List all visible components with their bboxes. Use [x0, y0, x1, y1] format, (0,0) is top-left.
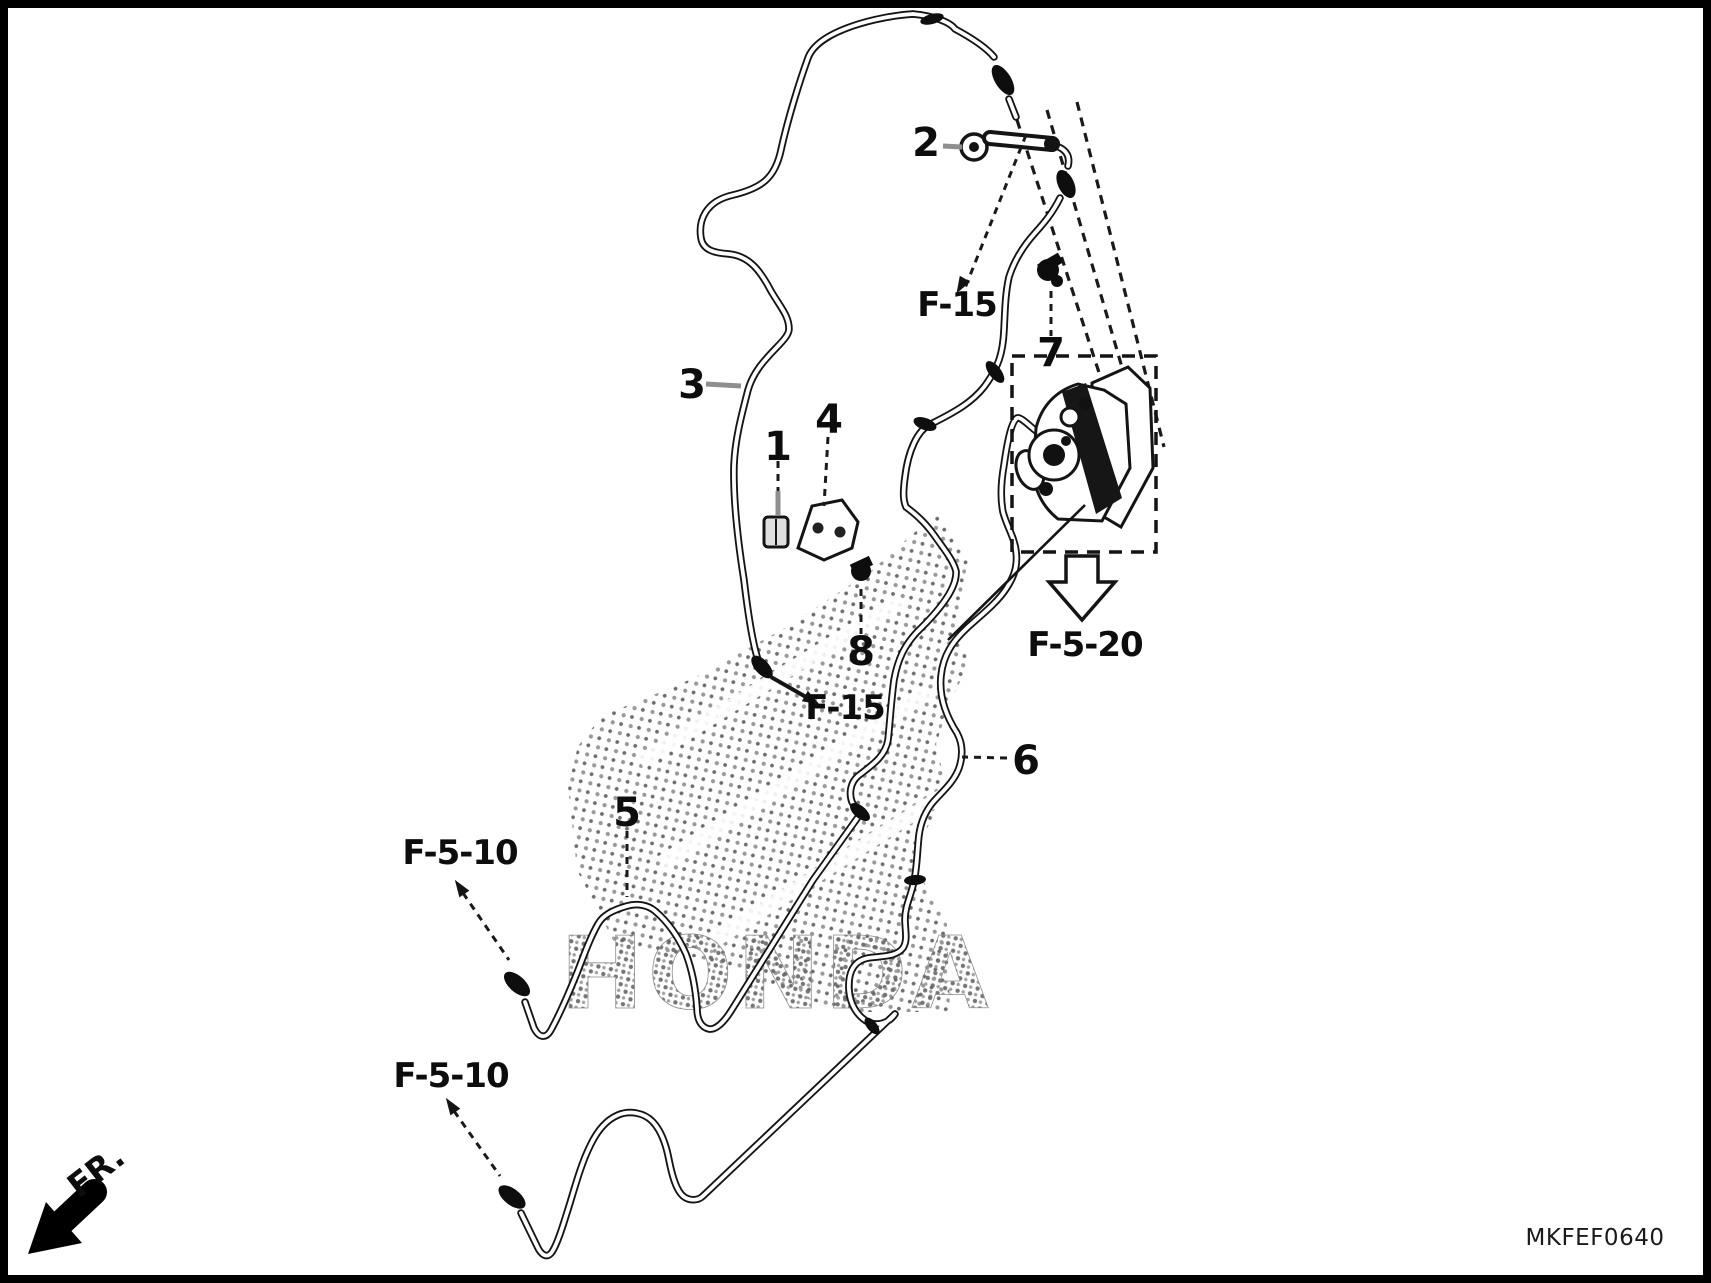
hose-joint-fitting — [1056, 169, 1076, 199]
cross-references: F-15 F-15 F-5-10 F-5-10 F-5-20 — [393, 285, 1144, 1096]
abs-modulator — [947, 365, 1155, 641]
callout-3[interactable]: 3 — [678, 362, 706, 408]
callout-4[interactable]: 4 — [815, 397, 843, 443]
brake-pipe-top-outline — [913, 14, 1016, 117]
ref-f510-upper[interactable]: F-5-10 — [402, 833, 519, 873]
modulator-dashed-box — [1010, 354, 1158, 554]
callout-8[interactable]: 8 — [847, 629, 875, 675]
callout-5[interactable]: 5 — [613, 790, 641, 836]
sleeve-fitting — [904, 874, 926, 886]
callout-7[interactable]: 7 — [1037, 330, 1065, 376]
honda-watermark: HONDA — [560, 915, 993, 1032]
leader-arrowhead-icon — [956, 275, 971, 294]
part-callouts: 1 2 3 4 5 6 7 8 — [613, 120, 1065, 836]
front-arrow-shaft-icon — [49, 1179, 107, 1235]
pipe-bracket-part4 — [796, 498, 860, 562]
sleeve-fitting — [864, 1017, 880, 1035]
callout-6[interactable]: 6 — [1012, 738, 1040, 784]
callout-2[interactable]: 2 — [912, 120, 940, 166]
sleeve-fitting — [913, 417, 937, 431]
front-arrow-head-icon — [28, 1202, 82, 1254]
pipe-clamp-parts — [762, 498, 860, 562]
ref-f15-mid[interactable]: F-15 — [805, 688, 886, 728]
diagram-code: MKFEF0640 — [1526, 1225, 1665, 1251]
front-direction-arrow: FR. — [28, 1137, 132, 1254]
down-block-arrow-icon — [1045, 554, 1119, 623]
sleeve-fitting — [920, 13, 944, 25]
leader-arrowhead-icon — [445, 1097, 461, 1116]
leader-arrowhead-icon — [454, 879, 470, 898]
hose-end-fitting — [498, 1185, 526, 1209]
leader-arrowhead-icon — [801, 690, 820, 705]
sleeve-fitting — [985, 361, 1005, 383]
front-marker-label: FR. — [60, 1137, 132, 1205]
callout-1[interactable]: 1 — [764, 424, 792, 470]
banjo-bolt-assembly — [959, 130, 1060, 162]
hose-end-fitting — [503, 971, 531, 997]
sleeve-fitting — [850, 803, 870, 821]
hose-joint-fitting — [991, 64, 1015, 96]
ref-f510-lower[interactable]: F-5-10 — [393, 1056, 510, 1096]
bolt-part8 — [849, 555, 874, 581]
pipe-end-fitting — [751, 655, 773, 679]
pipe-fittings — [498, 13, 1093, 1209]
leader-lines — [445, 134, 1053, 1177]
ref-f15-top[interactable]: F-15 — [917, 285, 998, 325]
brake-pipe-top-core — [911, 12, 1018, 119]
ref-f520[interactable]: F-5-20 — [1027, 625, 1144, 665]
bolt-part7 — [1037, 252, 1064, 287]
